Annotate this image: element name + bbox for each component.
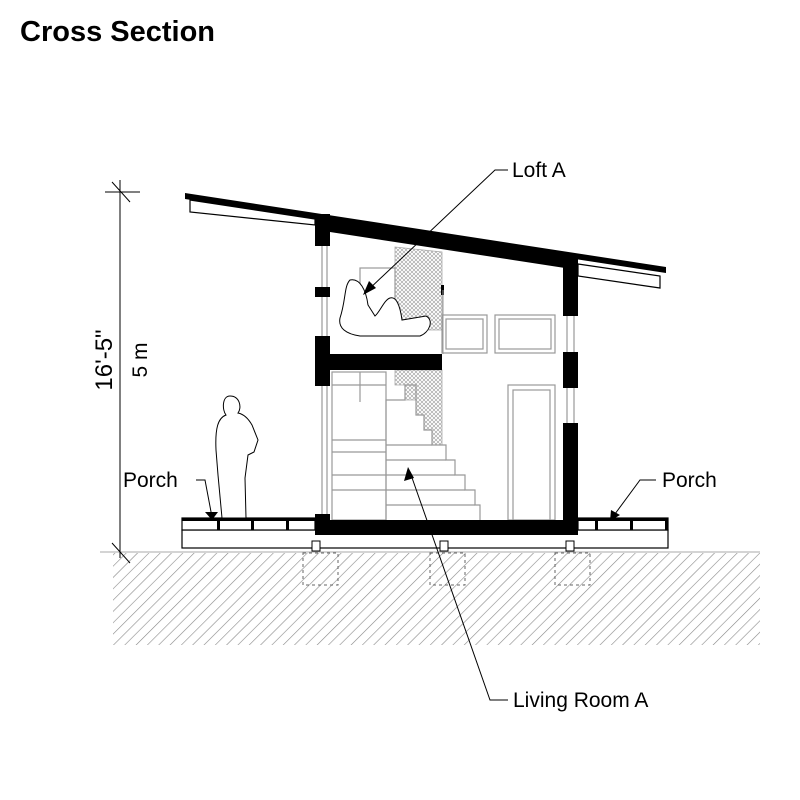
structure — [315, 214, 578, 535]
door — [507, 384, 556, 521]
leader-arrowheads — [205, 281, 620, 521]
loft-floor — [330, 354, 442, 370]
label-porch-right: Porch — [662, 469, 717, 492]
drawing-title: Cross Section — [20, 16, 215, 48]
reclining-person-figure — [339, 279, 431, 337]
storage-cabinets — [331, 371, 387, 521]
height-dimension — [105, 180, 140, 564]
left-wall-mid — [315, 336, 330, 386]
interior-elements — [321, 240, 575, 521]
right-wall-top — [563, 256, 578, 316]
dimension-metric: 5 m — [129, 342, 152, 377]
staircase — [385, 384, 481, 520]
roof — [185, 193, 666, 289]
label-living-room: Living Room A — [513, 689, 648, 712]
standing-person-figure — [215, 395, 259, 519]
leader-lines — [196, 169, 656, 701]
label-loft: Loft A — [512, 159, 566, 182]
dimension-imperial: 16'-5" — [91, 329, 118, 390]
ground-hatch — [113, 553, 760, 645]
upper-window-1 — [441, 314, 488, 354]
left-wall-top — [315, 214, 330, 246]
footings — [302, 552, 591, 586]
label-porch-left: Porch — [123, 469, 178, 492]
right-wall-bottom — [563, 423, 578, 535]
floor-slab — [315, 520, 578, 535]
upper-window-2 — [494, 314, 556, 354]
